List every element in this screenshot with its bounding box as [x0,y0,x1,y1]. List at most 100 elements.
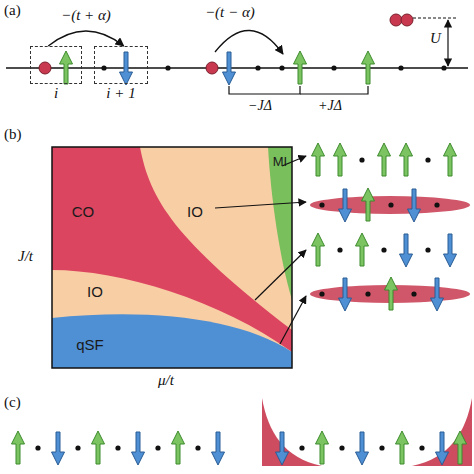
spin-up [312,233,325,266]
site [398,65,403,70]
spin-up [362,188,375,221]
edge-mode [262,398,322,466]
qsf-region-fill [52,314,292,368]
spin-up [400,143,413,176]
spin-up [396,431,409,464]
site [255,65,260,70]
spin-up [362,51,375,84]
math-label: −(t − α) [205,4,255,21]
hopping-arrow [215,30,283,54]
spin-down [276,432,289,465]
spin-down [212,432,225,465]
site [441,65,446,70]
site [155,445,160,450]
math-label: J/t [18,248,33,265]
spin-up [294,51,307,84]
phase-region: CO [58,200,108,222]
site [425,157,430,162]
site [425,247,430,252]
phase-label: IO [87,283,103,300]
site [434,202,439,207]
site [379,445,384,450]
site-index: i + 1 [85,85,157,102]
site [115,445,120,450]
phase-region: IO [70,280,120,302]
phase-label: MI [273,154,287,169]
particle [39,62,51,74]
site [101,65,106,70]
spin-down [356,432,369,465]
site-box: i [30,46,82,84]
site [279,65,284,70]
spin-up [316,431,329,464]
particle [390,14,402,26]
leader-arrow [255,250,306,300]
energy-arrow [447,20,448,66]
spin-up [312,143,325,176]
site [195,445,200,450]
spin-down [339,278,352,311]
spin-up [172,431,185,464]
site [165,65,170,70]
phase-region: IO [170,200,220,222]
math-label: (b) [4,126,22,143]
spin-up [60,51,73,84]
site [319,202,324,207]
spin-down [431,278,444,311]
phase-region: MI [268,150,292,172]
spin-down [120,52,133,85]
site-box: i + 1 [94,46,148,84]
phase-label: CO [72,203,95,220]
spin-down [223,52,236,85]
site [359,157,364,162]
phase-label: qSF [76,336,104,353]
spin-down [52,432,65,465]
site [299,445,304,450]
pair-cloud [310,196,470,214]
math-label: (c) [4,394,21,411]
site [388,202,393,207]
site [75,445,80,450]
phase-label: IO [187,203,203,220]
site [319,291,324,296]
edge-label: −(t + α) [61,7,111,24]
site [331,65,336,70]
math-label: (a) [4,2,21,19]
phase-region: qSF [65,333,115,355]
site [365,291,370,296]
spin-up [334,143,347,176]
spin-down [436,432,449,465]
spin-down [400,234,413,267]
bracket [300,86,368,94]
spin-up [444,143,457,176]
math-label: μ/t [158,372,174,389]
spin-down [444,234,457,267]
site [337,247,342,252]
spin-down [132,432,145,465]
math-label: −JΔ [248,98,272,114]
io-region-fill [52,147,292,368]
spin-up [454,431,467,464]
math-label: +JΔ [318,98,342,114]
edge-mode [412,398,472,466]
math-label: U [430,30,441,47]
particle [401,14,413,26]
leader-arrow [280,296,306,344]
bracket [229,86,300,94]
site [419,445,424,450]
particle [206,62,218,74]
spin-down [339,189,352,222]
spin-up [12,431,25,464]
site [381,247,386,252]
hopping-arrow [48,31,124,46]
leader-arrow [215,202,306,208]
spin-up [385,277,398,310]
site-index: i [21,85,91,102]
spin-up [378,143,391,176]
site [339,445,344,450]
spin-down [408,189,421,222]
energy-level [413,18,458,19]
plot-frame [52,147,292,368]
